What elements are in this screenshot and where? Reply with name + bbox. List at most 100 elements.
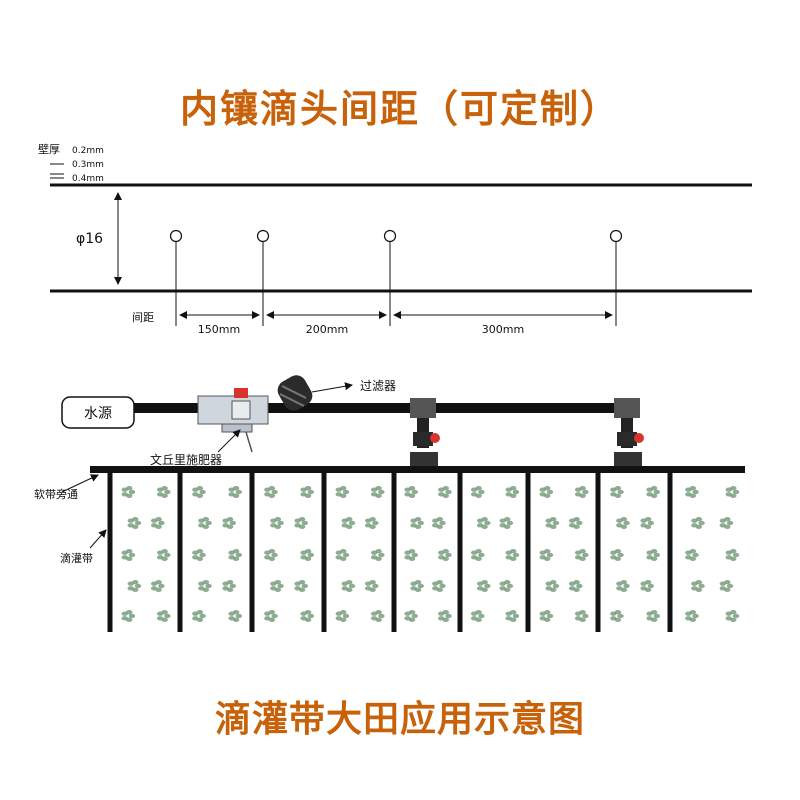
top-title: 内镶滴头间距（可定制） [179,87,620,131]
water-source-label: 水源 [84,406,112,422]
plant [150,579,165,593]
plant [370,609,385,623]
plant [404,485,418,499]
drip-tape [667,473,673,632]
bottom-title: 滴灌带大田应用示意图 [214,699,585,740]
plant [264,548,278,562]
drip-tape-pointer [89,529,107,549]
spacing-value-2: 300mm [482,323,524,336]
plant [505,485,520,499]
plant [370,548,385,562]
spacing-label: 间距 [132,311,154,324]
plant [335,485,350,499]
plant [156,609,171,623]
venturi-injector [197,388,269,453]
plant [156,548,171,562]
plant [222,579,237,593]
plant [294,579,309,593]
plant [438,485,452,499]
drip-tape [177,473,183,632]
venturi-pointer [217,429,241,453]
plant [610,609,624,623]
venturi-label: 文丘里施肥器 [150,452,222,467]
filter [277,375,313,411]
plant [685,609,699,623]
plant [294,516,309,530]
plant [499,516,514,530]
plant [685,485,699,499]
plant [616,516,630,530]
plant [505,609,520,623]
plant [264,485,278,499]
plant [470,548,485,562]
plant [364,579,379,593]
plant [476,579,491,593]
spacing-value-1: 200mm [306,323,348,336]
plant [127,516,142,530]
main-pipe [134,403,634,413]
drip-tape [249,473,255,632]
plant [404,609,418,623]
plant [121,485,136,499]
plant [610,485,624,499]
plant [568,579,583,593]
plant [470,485,485,499]
plant [476,516,491,530]
plant [640,579,655,593]
plant [192,609,206,623]
plant [640,516,655,530]
wall-thickness-1: 0.3mm [72,160,104,170]
plant [300,485,315,499]
plant [127,579,142,593]
tee-valve [614,398,644,466]
plant [264,609,278,623]
plant [539,609,554,623]
plant [438,548,452,562]
plant [646,548,661,562]
plant [270,516,284,530]
plant [370,485,385,499]
plant [192,485,206,499]
plant [691,516,705,530]
wall-thickness-label: 壁厚 [38,142,60,156]
plant [364,516,379,530]
plant [725,485,740,499]
field-diagram: 水源 文丘里施肥器 过滤器 [34,375,745,632]
drip-tape [321,473,327,632]
plant [610,548,624,562]
plant [574,609,589,623]
emitter [383,229,397,326]
emitter [609,229,623,326]
plant [719,516,734,530]
plant [725,548,740,562]
plant [300,609,315,623]
plant [616,579,630,593]
plant [432,579,446,593]
plant [719,579,734,593]
plant [198,516,212,530]
plant [499,579,514,593]
plant [300,548,315,562]
plant [646,485,661,499]
plant [685,548,699,562]
field-beds [107,473,740,632]
plant [192,548,206,562]
plant [432,516,446,530]
plant [574,485,589,499]
plant [335,548,350,562]
bypass-pointer [61,474,99,493]
drip-tape [525,473,531,632]
wall-thickness-2: 0.4mm [72,174,104,184]
plant [539,485,554,499]
plant [545,579,560,593]
plant [228,485,243,499]
plant [505,548,520,562]
plant [574,548,589,562]
filter-pointer [311,382,353,393]
plant [198,579,212,593]
plant [404,548,418,562]
diameter-label: φ16 [76,231,103,247]
plant [270,579,284,593]
plant [545,516,560,530]
plant [646,609,661,623]
